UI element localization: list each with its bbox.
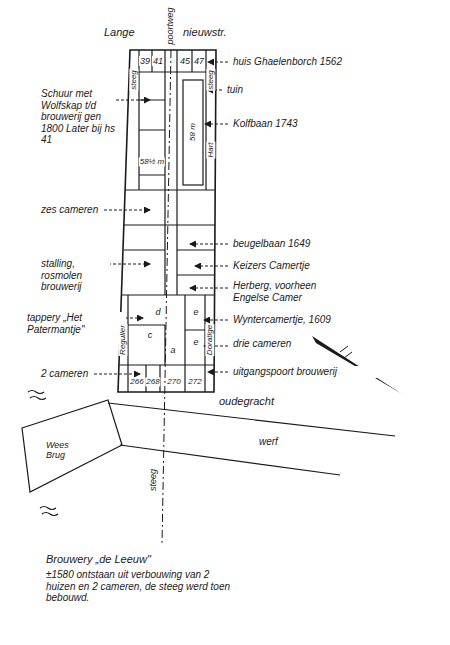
- plan-label: nieuwstr.: [182, 26, 228, 39]
- plan-label: d: [154, 307, 161, 317]
- plan-label: Wees Brug: [45, 440, 87, 461]
- plan-label: 41: [152, 56, 164, 66]
- plan-label: e: [192, 307, 199, 317]
- plan-label: Kolfbaan 1743: [232, 118, 299, 130]
- canal-quay: [22, 391, 395, 516]
- plan-label: zes cameren: [40, 204, 99, 216]
- plan-label: steeg: [206, 69, 215, 91]
- plan-label: drie cameren: [232, 338, 292, 350]
- plan-label: e: [192, 337, 199, 347]
- plan-label: steeg: [129, 69, 138, 91]
- plan-label: beugelbaan 1649: [232, 238, 311, 250]
- plan-label: a: [169, 345, 176, 355]
- plan-label: Lange: [103, 26, 136, 39]
- north-arrow: [312, 336, 402, 394]
- plan-label: Herberg, voorheen Engelse Camer: [232, 280, 354, 303]
- plan-label: 2 cameren: [40, 368, 89, 380]
- plan-label: Doratige: [205, 324, 214, 356]
- plan-label: stalling, rosmolen brouwerij: [40, 258, 110, 293]
- plan-label: 39: [139, 56, 151, 66]
- plan-label: poortweg: [165, 6, 175, 45]
- plan-label: tappery „Het Patermantje": [26, 312, 126, 335]
- plan-caption: ±1580 ontstaan uit verbouwing van 2 huiz…: [45, 569, 237, 604]
- plan-label: 58½ m: [139, 157, 165, 166]
- plan-label: steeg: [148, 468, 158, 492]
- plan-label: Hart: [206, 141, 215, 158]
- plan-label: 270: [166, 377, 181, 386]
- plan-label: Schuur met Wolfskap t/d brouwerij gen 18…: [40, 88, 116, 146]
- plan-label: werf: [258, 436, 279, 448]
- plan-label: uitgangspoort brouwerij: [232, 366, 394, 378]
- plan-label: Keizers Camertje: [232, 260, 311, 272]
- plan-label: Regulier: [118, 324, 127, 356]
- plan-label: 58 m: [188, 122, 197, 142]
- axis-line: [162, 50, 171, 545]
- plan-label: tuin: [226, 84, 244, 96]
- plan-label: huis Ghaelenborch 1562: [232, 56, 394, 68]
- plan-label: 272: [187, 377, 202, 386]
- plan-label: c: [147, 330, 154, 340]
- plan-label: 266: [129, 377, 144, 386]
- plan-title: Brouwery „de Leeuw": [45, 553, 237, 566]
- plan-label: 268: [145, 377, 160, 386]
- plan-label: Wyntercamertje, 1609: [232, 314, 332, 326]
- plan-label: 47: [193, 56, 205, 66]
- plan-label: 45: [179, 56, 191, 66]
- plan-label: oudegracht: [218, 395, 275, 408]
- plot-outline: [118, 50, 216, 392]
